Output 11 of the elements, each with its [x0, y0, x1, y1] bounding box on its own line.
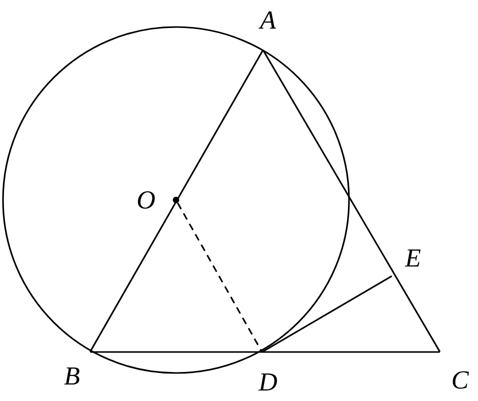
line-segment: [90, 351, 440, 353]
line-segment: [262, 275, 392, 353]
line-segment: [89, 50, 264, 352]
point-label: D: [258, 373, 277, 391]
line-segment: [262, 50, 441, 352]
point-label: O: [138, 191, 155, 209]
point-label: E: [404, 249, 421, 266]
point-label: C: [452, 371, 469, 389]
line-segment: [176, 202, 263, 352]
point-label: B: [64, 367, 80, 385]
point-label: A: [258, 11, 276, 29]
